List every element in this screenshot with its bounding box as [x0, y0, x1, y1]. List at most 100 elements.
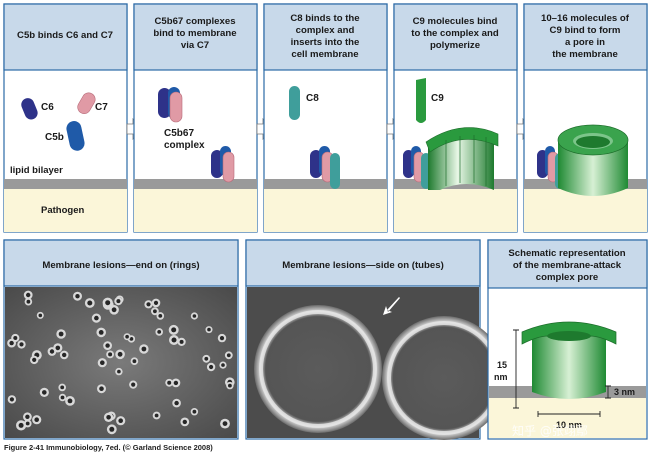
lesion-ring-center	[25, 421, 30, 426]
lesion-ring-center	[19, 342, 24, 347]
lesion-ring-center	[38, 313, 43, 318]
lesion-ring-center	[174, 400, 179, 406]
lesion-ring-center	[226, 353, 231, 358]
vesicle-right	[382, 316, 506, 440]
lesion-ring-center	[171, 327, 177, 333]
step5-header-line-1: 10–16 molecules of	[541, 13, 630, 24]
lesion-ring-center	[105, 300, 111, 306]
side-on-header: Membrane lesions—side on (tubes)	[282, 260, 444, 271]
lesion-ring-center	[228, 383, 232, 388]
lesion-ring-center	[111, 307, 117, 313]
lesion-ring-center	[117, 369, 121, 374]
lesion-ring-center	[171, 337, 177, 343]
lesion-ring-center	[129, 337, 134, 341]
watermark: 知乎 @张翊鄢	[512, 424, 588, 438]
lesion-ring-center	[118, 418, 123, 424]
step-panel-3: C8 binds to the complex and inserts into…	[263, 3, 388, 233]
lesion-ring-center	[9, 397, 14, 402]
pointer-arrow-icon	[383, 297, 400, 315]
lesion-ring-center	[55, 345, 61, 351]
lesion-ring-center	[153, 309, 157, 314]
lesion-ring-center	[222, 421, 228, 426]
c5b67-complex-floating	[158, 87, 183, 123]
c5b-protein	[66, 121, 85, 151]
step-panel-2: C5b67 complexes bind to membrane via C7 …	[133, 3, 258, 233]
lesion-ring-center	[25, 414, 30, 419]
lesion-ring-center	[34, 417, 39, 423]
lesion-ring-center	[207, 327, 211, 332]
step3-header-line-4: cell membrane	[291, 49, 358, 60]
lipid-bilayer-label: lipid bilayer	[10, 165, 63, 176]
lesion-ring-center	[157, 330, 162, 334]
lesion-ring-center	[209, 364, 214, 370]
figure-caption: Figure 2-41 Immunobiology, 7ed. (© Garla…	[4, 443, 213, 452]
lesion-ring-center	[108, 352, 113, 357]
c7-label: C7	[95, 102, 108, 113]
lesion-ring-center	[167, 380, 172, 385]
step4-header-line-2: to the complex and	[411, 28, 499, 39]
lesion-ring-center	[13, 336, 18, 340]
lesion-ring-center	[182, 419, 187, 425]
step3-header-line-2: complex and	[296, 25, 355, 36]
lesion-ring-center	[100, 360, 105, 366]
c7-protein	[77, 92, 96, 114]
lesion-ring-center	[192, 409, 197, 414]
lesion-ring-center	[67, 398, 73, 404]
lesion-ring-center	[179, 339, 184, 344]
step3-header-line-1: C8 binds to the	[290, 13, 359, 24]
c8-label: C8	[306, 93, 319, 104]
lesion-ring-center	[61, 352, 67, 358]
schematic-header-line-1: Schematic representation	[508, 248, 625, 259]
lesion-ring-center	[58, 331, 64, 337]
c8-protein-floating	[289, 86, 300, 120]
step5-header-line-4: the membrane	[552, 49, 618, 60]
lesion-ring-center	[219, 336, 225, 341]
step4-header-line-3: polymerize	[430, 40, 480, 51]
vesicle-left	[254, 305, 382, 433]
panel-schematic: Schematic representation of the membrane…	[487, 239, 648, 440]
step3-header-line-3: inserts into the	[291, 37, 360, 48]
c9-label: C9	[431, 93, 444, 104]
partial-pore	[403, 127, 499, 190]
lesion-ring-center	[106, 415, 111, 420]
lesion-ring-center	[109, 426, 115, 432]
step4-header-line-1: C9 molecules bind	[413, 16, 498, 27]
lesion-ring-center	[99, 386, 104, 392]
end-on-rings	[7, 290, 235, 435]
lesion-ring-center	[221, 363, 225, 367]
height-label-line-1: 15	[497, 360, 507, 370]
lesion-ring-center	[26, 292, 31, 298]
lesion-ring-center	[173, 380, 179, 386]
lesion-ring-center	[18, 422, 24, 428]
lesion-ring-center	[75, 294, 80, 299]
lesion-ring-center	[125, 334, 129, 339]
c5b-label: C5b	[45, 132, 64, 143]
lesion-ring-center	[204, 356, 209, 361]
pathogen-label: Pathogen	[41, 205, 84, 216]
end-on-micrograph	[5, 287, 237, 438]
lesion-ring-center	[49, 349, 55, 354]
step-panel-4: C9 molecules bind to the complex and pol…	[393, 3, 518, 233]
lesion-ring-center	[192, 314, 197, 318]
step-panel-5: 10–16 molecules of C9 bind to form a por…	[523, 3, 648, 233]
lesion-ring-center	[98, 330, 104, 335]
lesion-ring-center	[141, 346, 147, 352]
width-label: 10 nm	[556, 420, 582, 430]
c5b67-label-line-1: C5b67	[164, 128, 194, 139]
lesion-ring-center	[154, 413, 159, 418]
lesion-ring-center	[117, 351, 123, 357]
lesion-ring-center	[87, 300, 93, 306]
lesion-ring-center	[153, 300, 159, 305]
c5b67-complex-bound	[211, 146, 235, 183]
lesion-ring-center	[131, 382, 136, 387]
step5-header-line-2: C9 bind to form	[550, 25, 621, 36]
lesion-ring-center	[26, 299, 31, 304]
c9-protein-floating	[416, 78, 426, 123]
lesion-ring-center	[94, 315, 99, 321]
lesion-ring-center	[60, 395, 65, 400]
lesion-ring-center	[146, 302, 151, 307]
schematic-header-line-2: of the membrane-attack	[513, 260, 622, 271]
c6-label: C6	[41, 102, 54, 113]
step5-header-line-3: a pore in	[565, 37, 605, 48]
